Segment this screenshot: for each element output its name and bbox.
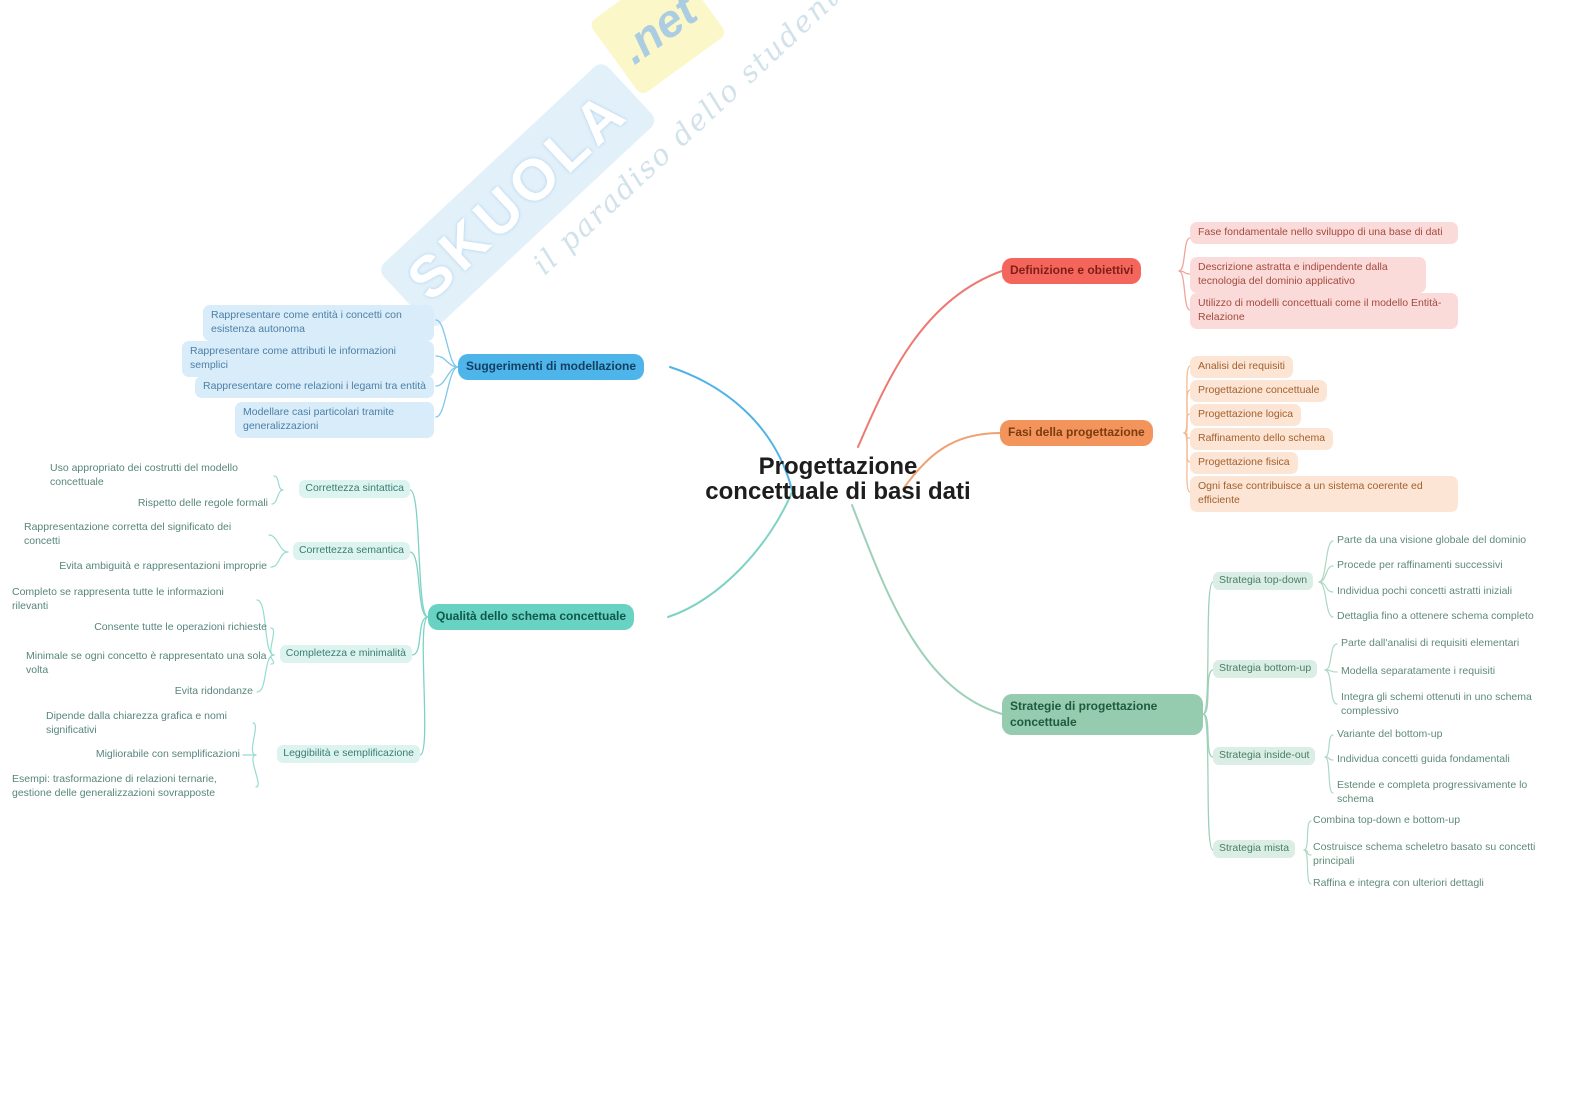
leaf-fasi-2: Progettazione concettuale	[1190, 380, 1328, 402]
leaf-completezza-2: Consente tutte le operazioni richieste	[94, 621, 267, 633]
leaf-sintattica-2: Rispetto delle regole formali	[137, 497, 268, 509]
leaf-fasi-4: Raffinamento dello schema	[1190, 428, 1334, 450]
sub-node-strategia-mista: Strategia mista	[1213, 840, 1296, 858]
leaf-bottom-up-3: Integra gli schemi ottenuti in uno schem…	[1341, 691, 1532, 717]
central-topic: Progettazione concettuale di basi dati	[705, 453, 971, 505]
leaf-fasi-3: Progettazione logica	[1190, 404, 1302, 426]
leaf-top-down-2: Procede per raffinamenti successivi	[1337, 559, 1503, 571]
sub-node-completezza-minimalita: Completezza e minimalità	[279, 645, 412, 663]
leaf-leggibilita-1: Dipende dalla chiarezza grafica e nomi s…	[46, 710, 227, 736]
leaf-mista-3: Raffina e integra con ulteriori dettagli	[1313, 877, 1484, 889]
branch-node-strategie: Strategie di progettazione concettuale	[1002, 694, 1203, 736]
leaf-semantica-2: Evita ambiguità e rappresentazioni impro…	[59, 560, 267, 572]
leaf-definizione-2: Descrizione astratta e indipendente dall…	[1190, 257, 1426, 293]
leaf-suggerimenti-1: Rappresentare come entità i concetti con…	[203, 305, 434, 341]
leaf-bottom-up-2: Modella separatamente i requisiti	[1341, 665, 1496, 677]
leaf-suggerimenti-2: Rappresentare come attributi le informaz…	[182, 341, 434, 377]
branch-curve-fasi	[902, 432, 1001, 490]
leaf-completezza-1: Completo se rappresenta tutte le informa…	[12, 586, 224, 612]
leaf-top-down-3: Individua pochi concetti astratti inizia…	[1337, 585, 1513, 597]
sub-node-correttezza-semantica: Correttezza semantica	[292, 542, 410, 560]
leaf-fasi-6: Ogni fase contribuisce a un sistema coer…	[1190, 476, 1458, 512]
sub-node-strategia-top-down: Strategia top-down	[1213, 572, 1314, 590]
sub-node-strategia-inside-out: Strategia inside-out	[1213, 747, 1316, 765]
leaf-inside-out-3: Estende e completa progressivamente lo s…	[1337, 779, 1528, 805]
branch-curve-definizione	[857, 270, 1003, 448]
leaf-mista-1: Combina top-down e bottom-up	[1313, 814, 1461, 826]
branch-curve-suggerimenti	[669, 366, 793, 491]
leaf-sintattica-1: Uso appropriato dei costrutti del modell…	[50, 462, 238, 488]
leaf-fasi-1: Analisi dei requisiti	[1190, 356, 1293, 378]
leaf-top-down-4: Dettaglia fino a ottenere schema complet…	[1337, 610, 1534, 622]
branch-node-suggerimenti: Suggerimenti di modellazione	[458, 354, 645, 380]
leaf-semantica-1: Rappresentazione corretta del significat…	[24, 521, 232, 547]
sub-node-correttezza-sintattica: Correttezza sintattica	[299, 480, 410, 498]
leaf-top-down-1: Parte da una visione globale del dominio	[1337, 534, 1527, 546]
sub-node-strategia-bottom-up: Strategia bottom-up	[1213, 660, 1318, 678]
leaf-inside-out-2: Individua concetti guida fondamentali	[1337, 753, 1510, 765]
leaf-definizione-3: Utilizzo di modelli concettuali come il …	[1190, 293, 1458, 329]
leaf-completezza-4: Evita ridondanze	[174, 685, 253, 697]
leaf-leggibilita-2: Migliorabile con semplificazioni	[95, 748, 240, 760]
leaf-completezza-3: Minimale se ogni concetto è rappresentat…	[26, 650, 267, 676]
branch-node-fasi: Fasi della progettazione	[1000, 420, 1153, 446]
branch-node-qualita: Qualità dello schema concettuale	[428, 604, 635, 630]
leaf-leggibilita-3: Esempi: trasformazione di relazioni tern…	[12, 773, 217, 799]
branch-node-definizione: Definizione e obiettivi	[1002, 258, 1142, 284]
leaf-suggerimenti-3: Rappresentare come relazioni i legami tr…	[195, 376, 434, 398]
leaf-mista-2: Costruisce schema scheletro basato su co…	[1313, 841, 1536, 867]
leaf-suggerimenti-4: Modellare casi particolari tramite gener…	[235, 402, 434, 438]
branch-curve-qualita	[667, 491, 793, 618]
sub-node-leggibilita-semplificazione: Leggibilità e semplificazione	[277, 745, 420, 763]
leaf-fasi-5: Progettazione fisica	[1190, 452, 1298, 474]
leaf-bottom-up-1: Parte dall'analisi di requisiti elementa…	[1341, 637, 1520, 649]
branch-curve-strategie	[851, 504, 1003, 715]
leaf-inside-out-1: Variante del bottom-up	[1337, 728, 1443, 740]
leaf-definizione-1: Fase fondamentale nello sviluppo di una …	[1190, 222, 1458, 244]
